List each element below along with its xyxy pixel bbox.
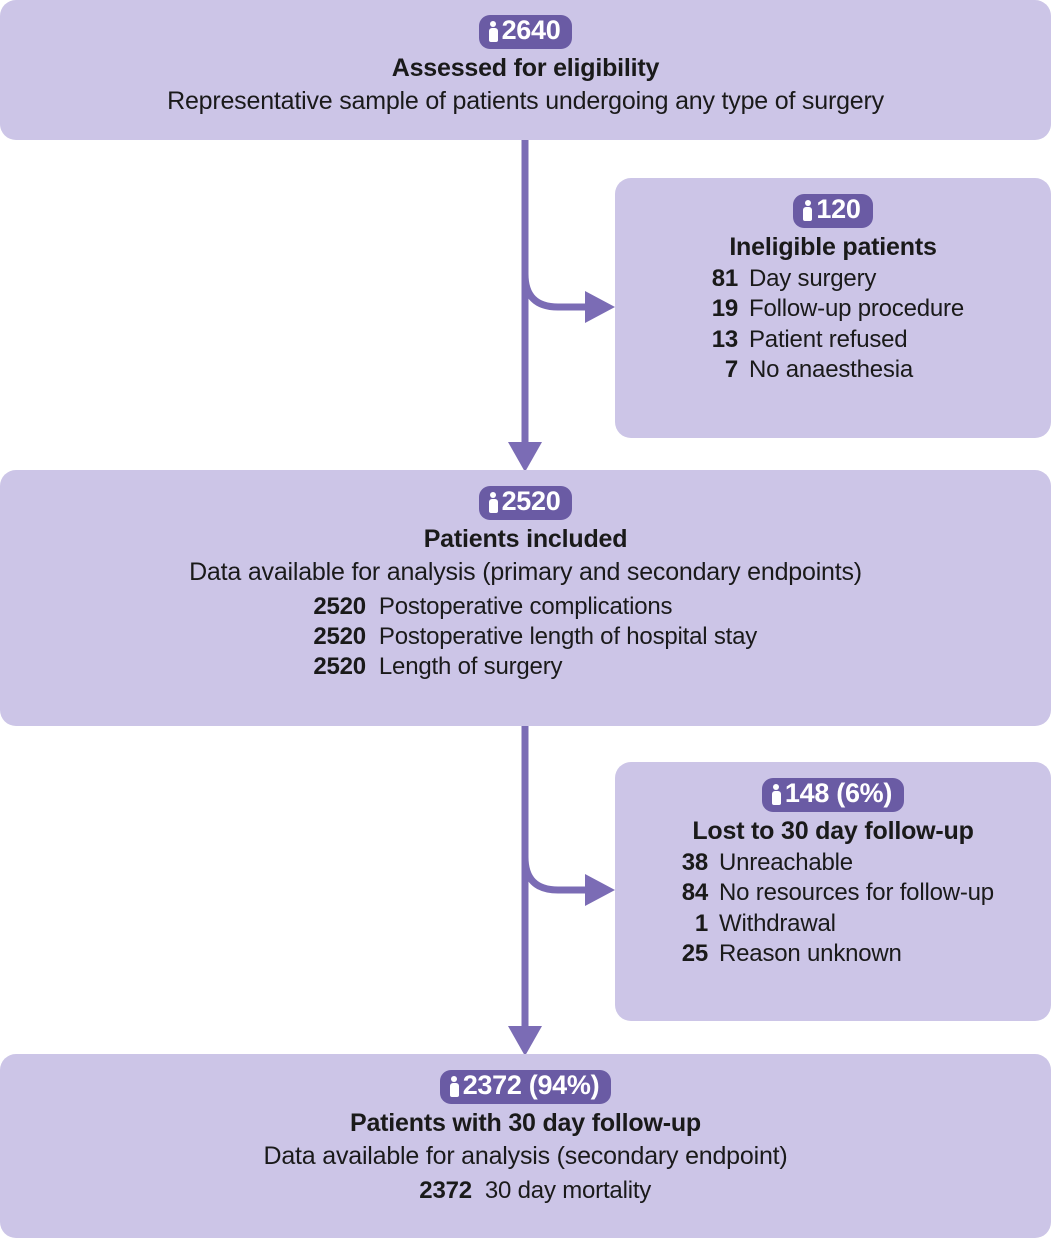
node-ineligible-patients: 120 Ineligible patients 81 Day surgery 1… [615,178,1051,438]
node-patients-with-followup: 2372 (94%) Patients with 30 day follow-u… [0,1054,1051,1238]
item-label: Postoperative complications [378,592,673,620]
node-subtitle: Data available for analysis (primary and… [189,558,862,587]
connector-branch-lost [521,856,588,894]
node-subtitle: Data available for analysis (secondary e… [263,1142,788,1171]
node-subtitle: Representative sample of patients underg… [167,87,884,116]
detail-list: 81 Day surgery 19 Follow-up procedure 13… [702,264,964,385]
item-label: Patient refused [749,325,908,353]
badge-assessed-count: 2640 [478,15,573,50]
node-title: Lost to 30 day follow-up [692,817,974,846]
detail-list: 2372 30 day mortality [400,1176,651,1206]
node-title: Patients with 30 day follow-up [350,1109,701,1138]
item-label: Length of surgery [378,653,563,681]
list-item: 2372 30 day mortality [400,1176,651,1206]
person-icon [771,783,782,806]
node-title: Ineligible patients [729,233,937,262]
badge-value: 2372 (94%) [462,1070,600,1100]
item-label: Withdrawal [719,909,836,937]
node-lost-to-followup: 148 (6%) Lost to 30 day follow-up 38 Unr… [615,762,1051,1021]
badge-value: 2520 [501,486,561,516]
arrowhead-to-lost [585,874,615,906]
list-item: 1 Withdrawal [672,909,994,939]
list-item: 25 Reason unknown [672,939,994,969]
badge-value: 148 (6%) [784,778,893,808]
node-title: Assessed for eligibility [391,54,660,83]
item-count: 2372 [419,1176,472,1204]
list-item: 7 No anaesthesia [702,355,964,385]
item-label: Reason unknown [719,939,902,967]
item-label: Follow-up procedure [749,295,964,323]
badge-value: 120 [816,194,861,224]
person-icon [488,20,499,43]
item-label: No resources for follow-up [719,879,994,907]
list-item: 2520 Postoperative length of hospital st… [294,622,757,652]
item-count: 19 [711,295,738,323]
list-item: 2520 Postoperative complications [294,592,757,622]
list-item: 2520 Length of surgery [294,652,757,682]
item-label: No anaesthesia [749,355,913,383]
person-icon [488,491,499,514]
item-count: 25 [681,939,709,967]
item-label: Unreachable [719,849,853,877]
list-item: 84 No resources for follow-up [672,878,994,908]
item-count: 2520 [313,653,366,681]
arrowhead-to-followup [508,1026,542,1056]
item-label: Day surgery [749,265,877,293]
node-patients-included: 2520 Patients included Data available fo… [0,470,1051,726]
item-count: 13 [711,325,738,353]
badge-lost-count: 148 (6%) [761,778,905,813]
badge-ineligible-count: 120 [793,194,873,229]
node-assessed-for-eligibility: 2640 Assessed for eligibility Representa… [0,0,1051,140]
list-item: 38 Unreachable [672,848,994,878]
list-item: 81 Day surgery [702,264,964,294]
arrowhead-to-included [508,442,542,472]
detail-list: 2520 Postoperative complications 2520 Po… [294,592,757,683]
item-count: 84 [681,879,709,907]
item-count: 81 [711,265,738,293]
item-count: 2520 [313,622,366,650]
detail-list: 38 Unreachable 84 No resources for follo… [672,848,994,969]
badge-included-count: 2520 [478,486,573,521]
item-label: Postoperative length of hospital stay [378,622,758,650]
item-count: 38 [681,849,709,877]
node-title: Patients included [423,525,628,554]
arrowhead-to-ineligible [585,291,615,323]
connector-branch-ineligible [521,273,588,311]
badge-followup-count: 2372 (94%) [439,1070,612,1105]
list-item: 19 Follow-up procedure [702,294,964,324]
person-icon [802,199,813,222]
badge-value: 2640 [501,15,561,45]
list-item: 13 Patient refused [702,325,964,355]
item-label: 30 day mortality [484,1176,652,1204]
person-icon [449,1075,460,1098]
item-count: 2520 [313,592,366,620]
item-count: 1 [694,909,709,937]
item-count: 7 [724,355,738,383]
